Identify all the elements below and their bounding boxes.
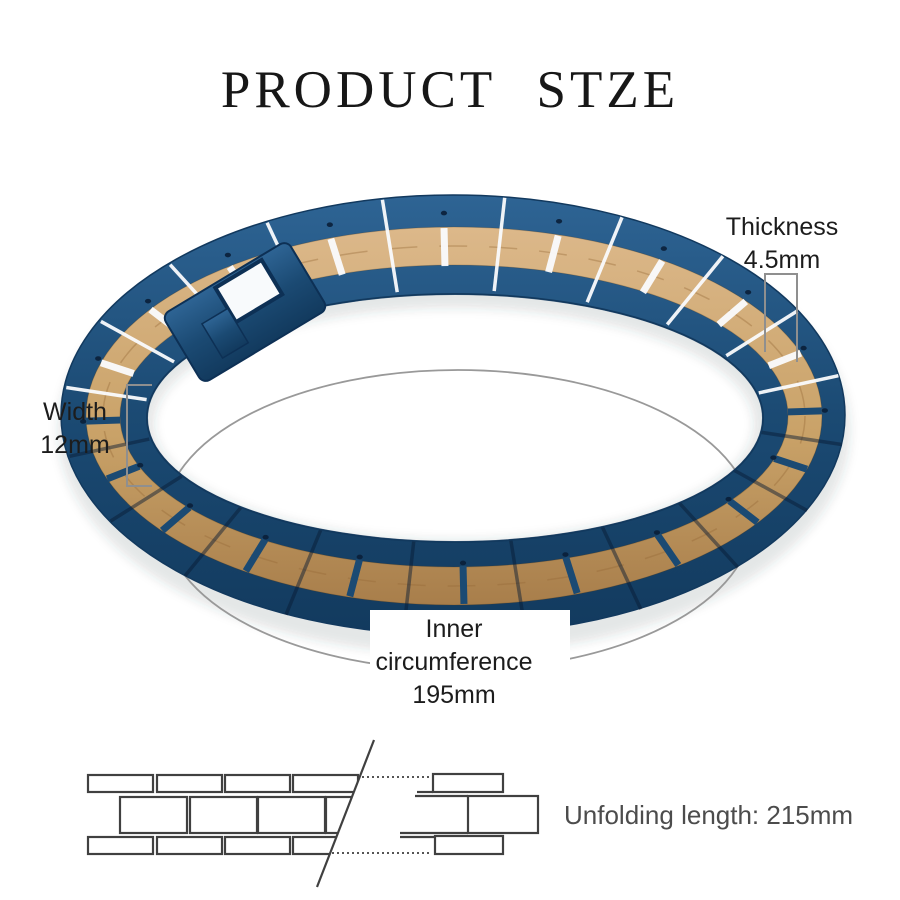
wood-joint xyxy=(654,532,682,568)
thickness-bracket xyxy=(764,273,798,362)
clasp-frame-opening xyxy=(212,257,285,325)
wood-joint xyxy=(346,558,363,598)
thickness-label-text: Thickness xyxy=(725,213,839,241)
link-pin xyxy=(356,554,363,560)
link-joint xyxy=(725,309,799,358)
link-pin xyxy=(440,210,448,216)
link-pin xyxy=(459,560,467,566)
link-pin xyxy=(725,496,732,502)
diagram-bottom-link xyxy=(433,834,505,856)
wood-joint xyxy=(773,455,809,473)
bracelet-clasp xyxy=(163,242,327,382)
inner-circumference-label: Inner circumference 195mm xyxy=(328,613,580,712)
bracelet-photo xyxy=(58,194,850,671)
link-pin xyxy=(745,289,752,295)
inner-circumference-value: 195mm xyxy=(412,681,496,709)
link-joint xyxy=(665,255,725,326)
wood-joint xyxy=(99,359,135,377)
width-label: Width 12mm xyxy=(25,396,125,462)
wood-joint xyxy=(639,259,666,295)
unfold-diagram xyxy=(86,738,540,889)
width-label-text: Width xyxy=(43,398,107,426)
link-pin xyxy=(653,530,661,535)
link-joint xyxy=(492,197,507,292)
wood-joint xyxy=(727,498,760,526)
diagram-bottom-link xyxy=(155,835,224,856)
diagram-top-link xyxy=(86,773,155,794)
link-joint xyxy=(183,506,243,577)
wood-joint xyxy=(767,349,803,370)
wood-joint xyxy=(440,227,449,267)
link-joint xyxy=(284,529,323,616)
link-pin xyxy=(800,345,807,351)
link-pin xyxy=(660,246,667,251)
diagram-top-link xyxy=(431,772,505,794)
link-joint xyxy=(585,216,624,303)
diagram-top-link xyxy=(155,773,224,794)
link-pin xyxy=(326,222,333,228)
link-pin xyxy=(186,503,194,508)
link-pin xyxy=(770,455,777,460)
link-pin xyxy=(137,462,144,468)
link-joint xyxy=(677,501,740,569)
diagram-break-line xyxy=(315,739,376,888)
wood-joint xyxy=(327,237,346,276)
diagram-middle-link xyxy=(188,795,259,835)
wood-joint xyxy=(562,556,581,595)
link-joint xyxy=(66,385,147,402)
link-pin xyxy=(95,356,102,361)
link-joint xyxy=(380,199,399,293)
link-joint xyxy=(600,525,643,610)
wood-joint xyxy=(159,504,192,534)
link-joint xyxy=(733,468,808,513)
diagram-break-mask xyxy=(318,738,433,889)
diagram-top-link xyxy=(291,773,360,794)
link-joint xyxy=(69,437,150,458)
wood-joint xyxy=(242,537,269,573)
wood-joint xyxy=(105,462,141,483)
link-pin xyxy=(821,408,828,413)
clasp-tab xyxy=(200,307,250,360)
wood-joint xyxy=(459,565,468,605)
inner-circumference-line1: Inner xyxy=(425,615,483,643)
wood-joint xyxy=(787,407,822,416)
unfold-diagram-right xyxy=(400,772,540,856)
diagram-middle-link xyxy=(466,794,540,835)
link-pin xyxy=(224,252,231,258)
thickness-value: 4.5mm xyxy=(743,246,821,274)
diagram-middle-link xyxy=(118,795,189,835)
wood-grain xyxy=(102,245,806,587)
link-pin xyxy=(80,419,87,424)
link-pin xyxy=(555,219,563,224)
link-pin xyxy=(144,298,152,304)
link-joint xyxy=(761,430,842,447)
thickness-label: Thickness 4.5mm xyxy=(722,211,842,277)
width-bracket xyxy=(126,384,152,487)
diagram-bottom-link xyxy=(223,835,292,856)
page-title: PRODUCT STZE xyxy=(220,61,680,119)
wood-joint xyxy=(545,234,562,274)
width-value: 12mm xyxy=(40,431,110,459)
band-inner-edge xyxy=(146,293,764,543)
link-pin xyxy=(562,552,569,557)
unfolding-length-label: Unfolding length: 215mm xyxy=(564,800,854,830)
link-pin xyxy=(262,534,269,540)
link-joint xyxy=(758,374,839,395)
diagram-bottom-link xyxy=(86,835,155,856)
link-joint xyxy=(100,319,175,364)
wood-joint xyxy=(716,298,749,328)
inner-circumference-line2: circumference xyxy=(375,648,533,676)
measurement-marks xyxy=(126,273,798,718)
label-gap-mask xyxy=(370,610,570,718)
link-joint xyxy=(109,474,183,523)
diagram-top-link xyxy=(223,773,292,794)
diagram-middle-link xyxy=(256,795,327,835)
wood-joint xyxy=(86,416,121,425)
